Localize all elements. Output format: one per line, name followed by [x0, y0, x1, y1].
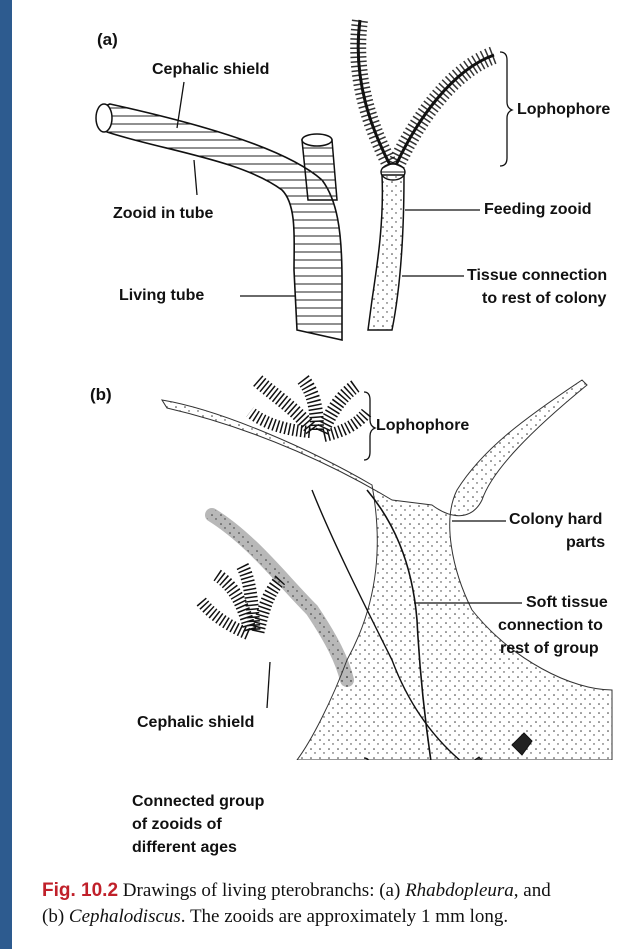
figure-page: (a) Cephalic shield Zooid in tube Living… [12, 0, 618, 949]
caption-text-1: Drawings of living pterobranchs: (a) [118, 880, 405, 901]
label-soft-tissue-1: Soft tissue [526, 593, 608, 613]
panel-a-leaders [177, 52, 512, 296]
label-feeding-zooid: Feeding zooid [484, 200, 592, 220]
caption-text-3: (b) [42, 906, 69, 927]
caption-text-2: , and [514, 880, 551, 901]
label-connected-group-2: of zooids of [132, 815, 222, 835]
lophophore-upper-shape [250, 378, 367, 436]
lophophore-lower-shape [200, 565, 282, 634]
label-connected-group-3: different ages [132, 838, 237, 858]
label-lophophore-b: Lophophore [376, 416, 469, 436]
label-colony-hard-parts-1: Colony hard [509, 510, 602, 530]
panel-a-letter: (a) [97, 30, 118, 50]
figure-number: Fig. 10.2 [42, 880, 118, 901]
caption-genus-a: Rhabdopleura [405, 880, 514, 901]
label-connected-group-1: Connected group [132, 792, 264, 812]
caption-genus-b: Cephalodiscus [69, 906, 181, 927]
label-living-tube: Living tube [119, 286, 204, 306]
label-soft-tissue-2: connection to [498, 616, 603, 636]
label-tissue-connection-2: to rest of colony [482, 289, 606, 309]
colony-hard-parts-shape [162, 380, 612, 760]
label-cephalic-shield-b: Cephalic shield [137, 713, 254, 733]
label-soft-tissue-3: rest of group [500, 639, 599, 659]
short-tube-shape [302, 140, 337, 200]
label-zooid-in-tube: Zooid in tube [113, 204, 213, 224]
label-lophophore-a: Lophophore [517, 100, 610, 120]
label-colony-hard-parts-2: parts [566, 533, 605, 553]
caption-text-4: . The zooids are approximately 1 mm long… [181, 906, 508, 927]
panel-b-letter: (b) [90, 385, 112, 405]
figure-caption: Fig. 10.2 Drawings of living pterobranch… [42, 878, 612, 930]
lophophore-arm-right [396, 55, 494, 165]
tube-opening [96, 104, 112, 132]
label-cephalic-shield-a: Cephalic shield [152, 60, 269, 80]
label-tissue-connection-1: Tissue connection [467, 266, 607, 286]
feeding-zooid-stalk [368, 175, 404, 330]
